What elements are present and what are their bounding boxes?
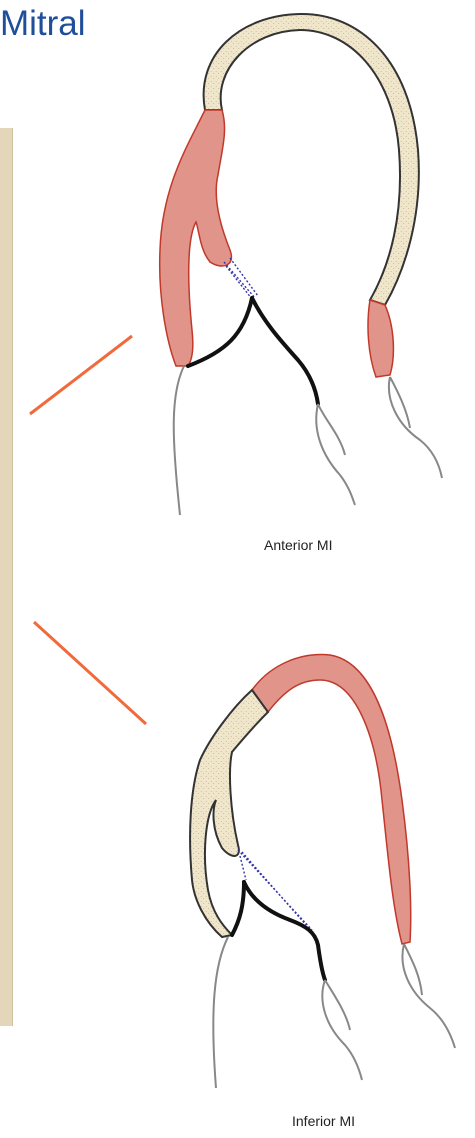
anterior-normal-wall	[204, 14, 419, 305]
inferior-infarct-wall	[252, 655, 411, 944]
inferior-atrial-wall-middle	[322, 980, 362, 1080]
anterior-leaflet	[188, 298, 252, 366]
anterior-atrial-wall-middle	[316, 404, 355, 505]
anterior-mi-figure	[160, 14, 442, 515]
inferior-atrial-wall-left	[213, 937, 228, 1088]
inferior-posterior-leaflet	[244, 882, 325, 980]
inferior-atrial-wall-right	[402, 944, 455, 1048]
anterior-infarct-wall	[160, 110, 232, 366]
pointer-line-lower	[34, 622, 146, 724]
caption-anterior-mi: Anterior MI	[264, 537, 332, 553]
posterior-leaflet	[252, 298, 318, 404]
anterior-atrial-wall-right	[389, 377, 442, 478]
anterior-atrial-wall-left	[174, 366, 184, 515]
inferior-mi-figure	[190, 655, 455, 1088]
anterior-posterior-infarct	[368, 300, 393, 377]
pointer-line-upper	[30, 336, 132, 414]
inferior-anterior-leaflet	[232, 882, 244, 935]
caption-inferior-mi: Inferior MI	[292, 1113, 355, 1129]
